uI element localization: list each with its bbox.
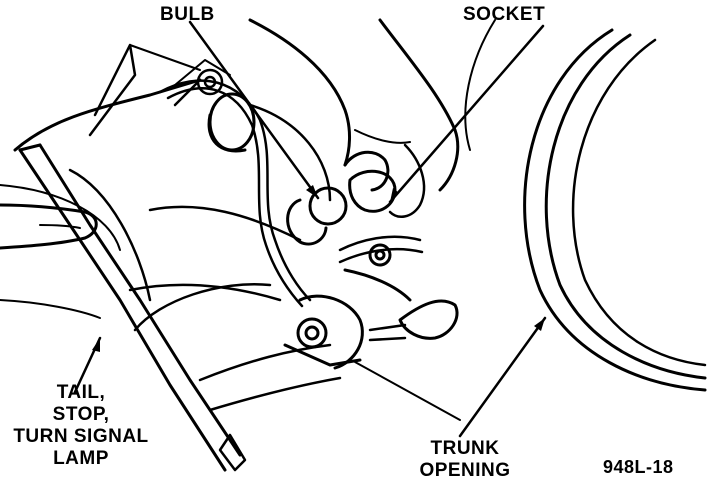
socket-arrowhead (390, 188, 399, 202)
right-hand (248, 18, 460, 218)
tail-lamp-label-line-1: TAIL, (56, 382, 106, 403)
trunk-label-line-2: OPENING (419, 460, 511, 481)
bulb (286, 186, 348, 246)
lamp-arrowhead (92, 338, 100, 352)
trunk-arrowhead (534, 318, 545, 331)
upper-socket (173, 68, 224, 107)
figure-id: 948L-18 (603, 457, 674, 477)
trunk-leader-line (458, 316, 547, 438)
socket-assembly (283, 169, 459, 370)
lamp-reflector (133, 92, 332, 332)
trunk-opening-label: TRUNK OPENING (405, 438, 525, 482)
bulb-arrowhead (306, 185, 318, 198)
tail-lamp-label-line-3: TURN SIGNAL (13, 426, 149, 447)
tail-lamp-label-line-2: STOP, (52, 404, 110, 425)
bulb-leader-line (188, 20, 320, 200)
trunk-label-line-1: TRUNK (430, 438, 500, 459)
bulb-label: BULB (160, 4, 215, 25)
socket-label: SOCKET (463, 4, 546, 25)
callout-arrowheads (92, 185, 545, 352)
trunk-opening-panel (464, 19, 707, 392)
callout-lines (73, 20, 547, 438)
socket-leader-line (388, 24, 545, 204)
tail-stop-turn-signal-lamp-label: TAIL, STOP, TURN SIGNAL LAMP (6, 382, 156, 470)
tail-lamp-label-line-4: LAMP (53, 448, 109, 469)
socket-to-trunk-line (354, 361, 461, 421)
left-hand (0, 203, 98, 250)
